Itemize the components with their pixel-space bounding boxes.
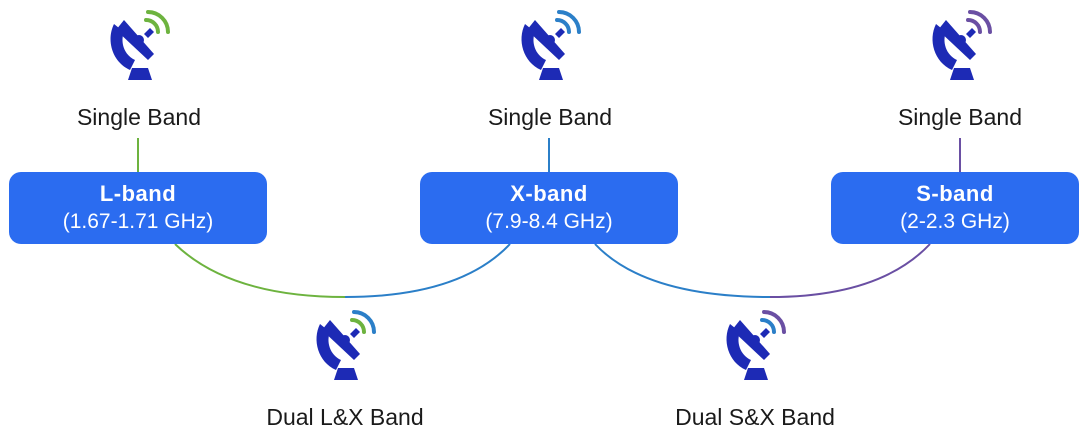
arc-dual-to-s [769, 243, 931, 298]
dual-band-label-lx: Dual L&X Band [266, 404, 424, 430]
arc-dual-to-x [344, 243, 511, 298]
band-name: S-band [916, 181, 994, 206]
satellite-dish-icon [718, 310, 792, 384]
band-box-x: X-band (7.9-8.4 GHz) [420, 172, 678, 244]
band-box-s: S-band (2-2.3 GHz) [831, 172, 1079, 244]
single-band-label-l: Single Band [76, 104, 202, 130]
arc-x-to-dual [594, 243, 771, 298]
band-range: (7.9-8.4 GHz) [485, 210, 613, 233]
band-range: (2-2.3 GHz) [900, 210, 1010, 233]
satellite-dish-icon [924, 10, 998, 84]
band-name: L-band [99, 181, 177, 206]
single-band-label-s: Single Band [897, 104, 1023, 130]
band-box-l: L-band (1.67-1.71 GHz) [9, 172, 267, 244]
satellite-dish-icon [102, 10, 176, 84]
band-name: X-band [510, 181, 588, 206]
dual-band-label-sx: Dual S&X Band [675, 404, 835, 430]
single-band-label-x: Single Band [487, 104, 613, 130]
band-range: (1.67-1.71 GHz) [62, 210, 214, 233]
arc-l-to-dual [174, 243, 346, 298]
satellite-dish-icon [513, 10, 587, 84]
satellite-dish-icon [308, 310, 382, 384]
